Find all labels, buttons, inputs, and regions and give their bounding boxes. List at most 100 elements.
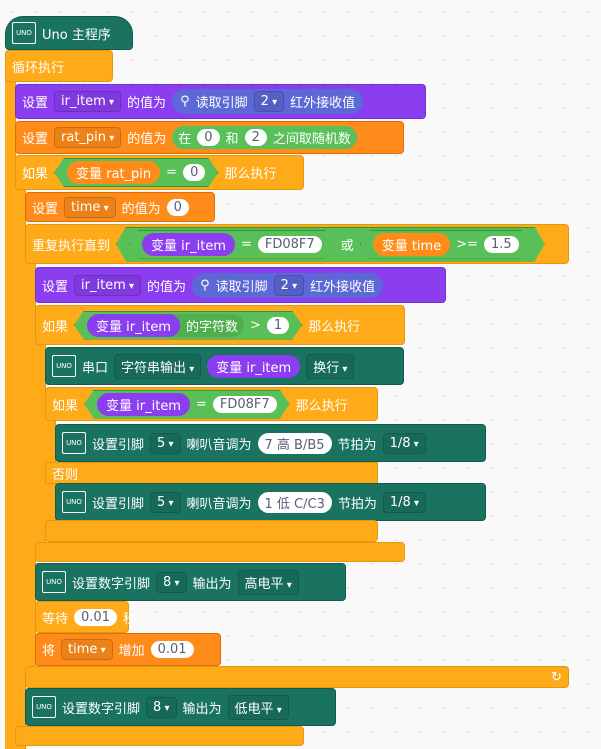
level-dropdown[interactable]: 高电平 <box>237 569 299 595</box>
variable-dropdown[interactable]: time <box>64 196 116 218</box>
variable-dropdown[interactable]: rat_pin <box>54 127 122 148</box>
uno-board-icon: UNO <box>62 491 86 513</box>
or-condition[interactable]: 变量 ir_item=FD08F7 或 变量 time>=1.5 <box>116 227 545 262</box>
variable-dropdown[interactable]: time <box>61 639 113 660</box>
equals-condition[interactable]: 变量 ir_item = FD08F7 <box>84 390 290 419</box>
label: 将 <box>42 644 56 659</box>
label: 增加 <box>118 644 145 659</box>
label: 等待 <box>42 611 69 627</box>
min-input[interactable]: 0 <box>197 129 220 146</box>
label: 的值为 <box>127 132 167 147</box>
variable-reporter[interactable]: 变量 ir_item <box>87 314 180 337</box>
label: 喇叭音调为 <box>186 496 252 512</box>
operator: = <box>166 165 178 180</box>
ir-read-reporter[interactable]: ⚲读取引脚2红外接收值 <box>172 89 364 114</box>
value-input[interactable]: 1.5 <box>484 236 519 253</box>
value-input[interactable]: FD08F7 <box>213 396 277 413</box>
pin-dropdown[interactable]: 2 <box>273 274 305 296</box>
max-input[interactable]: 2 <box>244 129 267 146</box>
newline-dropdown[interactable]: 换行 <box>306 353 355 379</box>
if-else-block[interactable]: 如果 变量 ir_item = FD08F7 那么执行 <box>45 387 378 421</box>
label: 的值为 <box>127 96 167 111</box>
equals-condition[interactable]: 变量 rat_pin = 0 <box>54 158 218 187</box>
note-input[interactable]: 7 高 B/B5 <box>257 432 332 454</box>
digital-write-high-block[interactable]: UNO设置数字引脚8输出为高电平 <box>35 563 346 601</box>
value-input[interactable]: 0 <box>166 198 189 216</box>
forever-block[interactable]: 循环执行 <box>5 50 113 82</box>
label: 红外接收值 <box>310 279 376 295</box>
variable-reporter[interactable]: 变量 ir_item <box>142 233 235 256</box>
label: 的值为 <box>147 279 187 295</box>
label: 喇叭音调为 <box>186 437 252 453</box>
label: 那么执行 <box>308 319 361 335</box>
value-input[interactable]: 0.01 <box>150 641 194 658</box>
label: 节拍为 <box>337 496 377 512</box>
pin-dropdown[interactable]: 8 <box>146 696 177 718</box>
label: 设置 <box>42 279 69 295</box>
label: 设置数字引脚 <box>72 576 151 592</box>
main-program-hat[interactable]: UNO Uno 主程序 <box>5 16 133 50</box>
uno-board-icon: UNO <box>12 22 36 44</box>
label: 秒 <box>122 611 136 627</box>
beat-dropdown[interactable]: 1/8 <box>382 491 426 513</box>
if-else-end <box>45 520 378 542</box>
value-input[interactable]: 1 <box>267 317 289 334</box>
hat-title: Uno 主程序 <box>42 27 111 43</box>
change-time-block[interactable]: 将 time 增加 0.01 <box>35 633 221 666</box>
variable-reporter[interactable]: 变量 rat_pin <box>67 161 160 184</box>
else-label: 否则 <box>52 467 79 483</box>
pin-dropdown[interactable]: 2 <box>253 91 285 112</box>
wait-block[interactable]: 等待 0.01 秒 <box>35 601 136 633</box>
label: 设置 <box>32 201 59 217</box>
forever-label: 循环执行 <box>12 60 65 76</box>
label: 读取引脚 <box>195 96 248 111</box>
beat-dropdown[interactable]: 1/8 <box>382 432 426 454</box>
label: 串口 <box>82 360 109 376</box>
note-input[interactable]: 1 低 C/C3 <box>257 491 332 513</box>
variable-dropdown[interactable]: ir_item <box>54 91 122 112</box>
uno-board-icon: UNO <box>62 432 86 454</box>
pin-dropdown[interactable]: 5 <box>150 432 181 454</box>
uno-board-icon: UNO <box>52 355 76 377</box>
label: 读取引脚 <box>215 279 268 295</box>
seconds-input[interactable]: 0.01 <box>74 608 117 626</box>
ir-read-reporter[interactable]: ⚲读取引脚2红外接收值 <box>192 272 384 298</box>
label: 如果 <box>42 319 69 335</box>
repeat-until-block[interactable]: 重复执行直到 变量 ir_item=FD08F7 或 变量 time>=1.5 <box>25 224 569 264</box>
if-rat-pin-block[interactable]: 如果 变量 rat_pin=0 那么执行 <box>15 155 304 190</box>
label: 红外接收值 <box>290 96 356 111</box>
gte-condition[interactable]: 变量 time>=1.5 <box>360 230 532 259</box>
label: 如果 <box>22 167 49 182</box>
label: 或 <box>340 238 354 254</box>
operator: > <box>250 317 261 333</box>
pin-dropdown[interactable]: 5 <box>150 491 181 513</box>
pin-dropdown[interactable]: 8 <box>156 571 187 593</box>
variable-reporter[interactable]: 变量 time <box>373 233 451 256</box>
value-input[interactable]: 0 <box>183 164 205 181</box>
variable-reporter[interactable]: 变量 ir_item <box>207 354 301 378</box>
equals-condition[interactable]: 变量 ir_item=FD08F7 <box>129 230 335 259</box>
variable-reporter[interactable]: 变量 ir_item <box>97 393 190 416</box>
label: 的值为 <box>121 201 161 217</box>
label: 如果 <box>52 398 79 414</box>
variable-dropdown[interactable]: ir_item <box>74 274 142 296</box>
level-dropdown[interactable]: 低电平 <box>227 694 289 720</box>
mode-dropdown[interactable]: 字符串输出 <box>114 353 202 379</box>
label: 在 <box>178 132 192 147</box>
set-time-block[interactable]: 设置 time 的值为 0 <box>25 192 215 222</box>
label: 那么执行 <box>295 398 348 414</box>
value-input[interactable]: FD08F7 <box>258 236 322 253</box>
operator: = <box>195 396 207 412</box>
label: 设置 <box>22 96 49 111</box>
digital-write-low-block[interactable]: UNO设置数字引脚8输出为低电平 <box>25 688 336 726</box>
